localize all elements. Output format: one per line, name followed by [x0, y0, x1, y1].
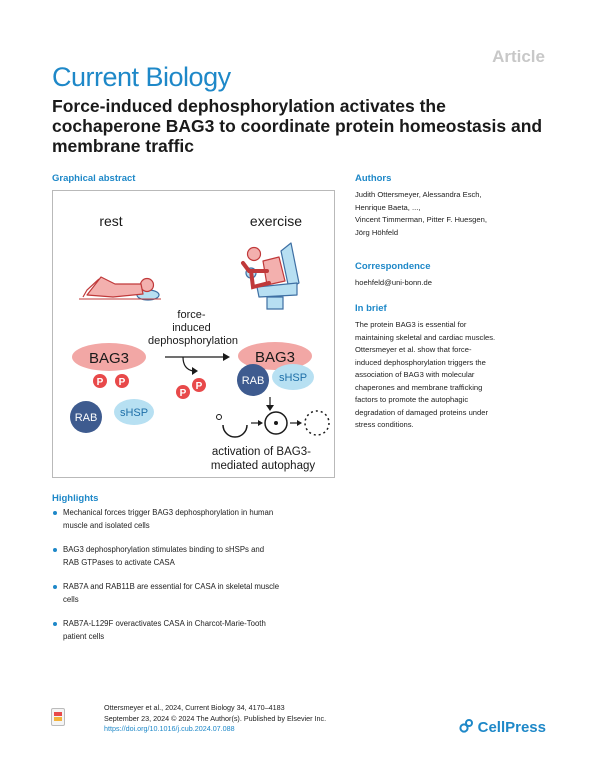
highlight-line: muscle and isolated cells — [63, 520, 150, 530]
highlight-line: BAG3 dephosphorylation stimulates bindin… — [63, 545, 265, 554]
highlight-line: Mechanical forces trigger BAG3 dephospho… — [63, 508, 274, 517]
in-brief-line: association of BAG3 with molecular — [355, 370, 475, 379]
rab-label-left: RAB — [75, 412, 98, 424]
highlight-line: RAB GTPases to activate CASA — [63, 557, 175, 567]
bullet-icon — [53, 622, 57, 626]
in-brief-line: factors to promote the autophagic — [355, 395, 469, 404]
phospho-group-1 — [93, 374, 107, 388]
activation-label-line-1: activation of BAG3- — [212, 446, 311, 458]
cellpress-wordmark: CellPress — [477, 719, 546, 736]
activation-label-line-2: mediated autophagy — [211, 460, 315, 472]
graphical-abstract-svg: rest exercise force- induced dephosphory… — [70, 213, 330, 472]
highlight-line: patient cells — [63, 631, 105, 641]
arrow-label-line-1: force- — [177, 309, 205, 321]
graphical-abstract-figure: rest exercise force- induced dephosphory… — [52, 190, 335, 478]
journal-name: Current Biology — [52, 62, 231, 92]
resting-person-icon — [79, 276, 161, 301]
highlights-heading: Highlights — [52, 493, 99, 504]
shsp-shape-left — [114, 399, 154, 425]
highlight-item: Mechanical forces trigger BAG3 dephospho… — [52, 507, 352, 532]
bag3-active-shape — [238, 342, 312, 370]
doi-link[interactable]: https://doi.org/10.1016/j.cub.2024.07.08… — [104, 724, 235, 733]
highlight-item: RAB7A-L129F overactivates CASA in Charco… — [52, 618, 352, 643]
in-brief-line: maintaining skeletal and cardiac muscles… — [355, 332, 496, 342]
arrow-label-line-2: induced — [172, 322, 211, 334]
authors-heading: Authors — [355, 173, 392, 184]
highlight-line: cells — [63, 594, 79, 604]
bag3-label-right: BAG3 — [255, 349, 295, 366]
dephosphorylation-arrow-icon — [165, 353, 230, 375]
in-brief-line: induced dephosphorylation triggers the — [355, 357, 486, 367]
phospho-group-released-2 — [192, 378, 206, 392]
rest-label: rest — [99, 213, 122, 229]
in-brief-line: Ottersmeyer et al. show that force- — [355, 345, 472, 354]
citation-block: Ottersmeyer et al., 2024, Current Biolog… — [104, 703, 326, 735]
phospho-group-released-1 — [176, 385, 190, 399]
in-brief-heading: In brief — [355, 303, 387, 314]
phospho-label-2: P — [119, 377, 126, 388]
bag3-phosphorylated-shape — [72, 343, 146, 371]
bullet-icon — [53, 585, 57, 589]
bullet-icon — [53, 511, 57, 515]
exercise-label: exercise — [250, 213, 302, 229]
check-for-updates-icon[interactable] — [51, 708, 65, 726]
phospho-label-released-2: P — [196, 381, 203, 392]
exercising-person-icon — [241, 242, 300, 310]
bag3-label-left: BAG3 — [89, 350, 129, 367]
shsp-label-left: sHSP — [120, 407, 148, 419]
phospho-group-2 — [115, 374, 129, 388]
cellpress-logo-icon — [459, 719, 474, 733]
phospho-label-1: P — [97, 377, 104, 388]
in-brief-line: The protein BAG3 is essential for — [355, 320, 467, 329]
highlight-item: BAG3 dephosphorylation stimulates bindin… — [52, 544, 352, 569]
in-brief-text: The protein BAG3 is essential for mainta… — [355, 319, 555, 432]
in-brief-line: stress conditions. — [355, 420, 414, 429]
correspondence-heading: Correspondence — [355, 261, 431, 272]
authors-list: Judith Ottersmeyer, Alessandra Esch, Hen… — [355, 189, 555, 239]
highlight-line: RAB7A-L129F overactivates CASA in Charco… — [63, 619, 266, 628]
rab-shape-right — [237, 364, 269, 396]
highlight-item: RAB7A and RAB11B are essential for CASA … — [52, 581, 352, 606]
copyright-line: September 23, 2024 © 2024 The Author(s).… — [104, 713, 327, 723]
shsp-shape-right — [272, 364, 314, 390]
correspondence-email[interactable]: hoehfeld@uni-bonn.de — [355, 278, 432, 287]
in-brief-line: chaperones and membrane trafficking — [355, 382, 483, 392]
authors-line: Judith Ottersmeyer, Alessandra Esch, — [355, 190, 482, 199]
autophagy-pathway-icon — [216, 397, 330, 438]
highlight-line: RAB7A and RAB11B are essential for CASA … — [63, 582, 280, 591]
shsp-label-right: sHSP — [279, 372, 307, 384]
cellpress-logo[interactable]: CellPress — [459, 719, 546, 736]
article-type-label: Article — [492, 47, 545, 66]
rab-label-right: RAB — [242, 375, 265, 387]
bullet-icon — [53, 548, 57, 552]
autophagy-label: activation of BAG3- mediated autophagy — [211, 446, 315, 472]
arrow-label-line-3: dephosphorylation — [148, 335, 238, 347]
authors-line: Vincent Timmerman, Pitter F. Huesgen, — [355, 215, 487, 224]
phospho-label-released-1: P — [180, 388, 187, 399]
in-brief-line: degradation of damaged proteins under — [355, 407, 488, 417]
citation-line: Ottersmeyer et al., 2024, Current Biolog… — [104, 703, 285, 712]
authors-line: Jörg Höhfeld — [355, 227, 399, 237]
graphical-abstract-heading: Graphical abstract — [52, 173, 136, 184]
highlights-list: Mechanical forces trigger BAG3 dephospho… — [52, 507, 352, 655]
rab-shape-left — [70, 401, 102, 433]
authors-line: Henrique Baeta, ..., — [355, 202, 421, 212]
force-induced-label: force- induced dephosphorylation — [148, 309, 238, 347]
article-title: Force-induced dephosphorylation activate… — [52, 96, 543, 156]
